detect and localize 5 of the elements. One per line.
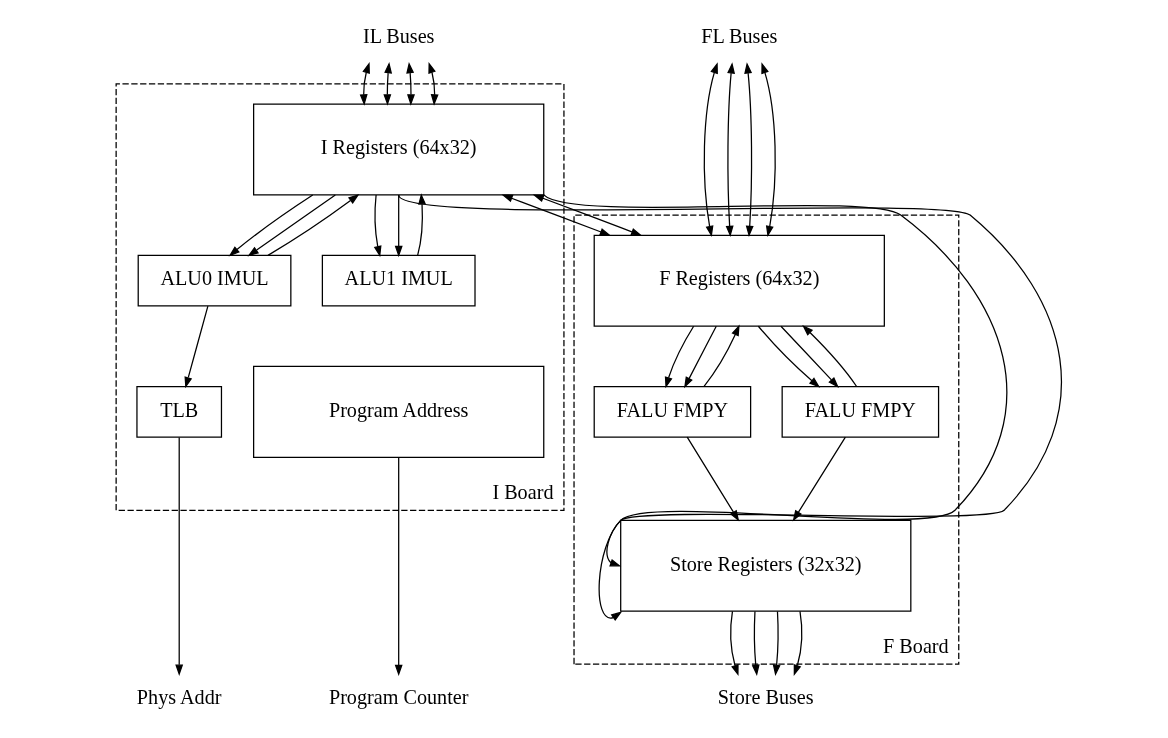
node-text: Store Buses [717, 686, 814, 709]
node-text: FL Buses [701, 25, 778, 48]
node-text: Program Counter [328, 686, 469, 709]
node-text: IL Buses [362, 25, 435, 48]
node-text: Phys Addr [136, 686, 222, 709]
